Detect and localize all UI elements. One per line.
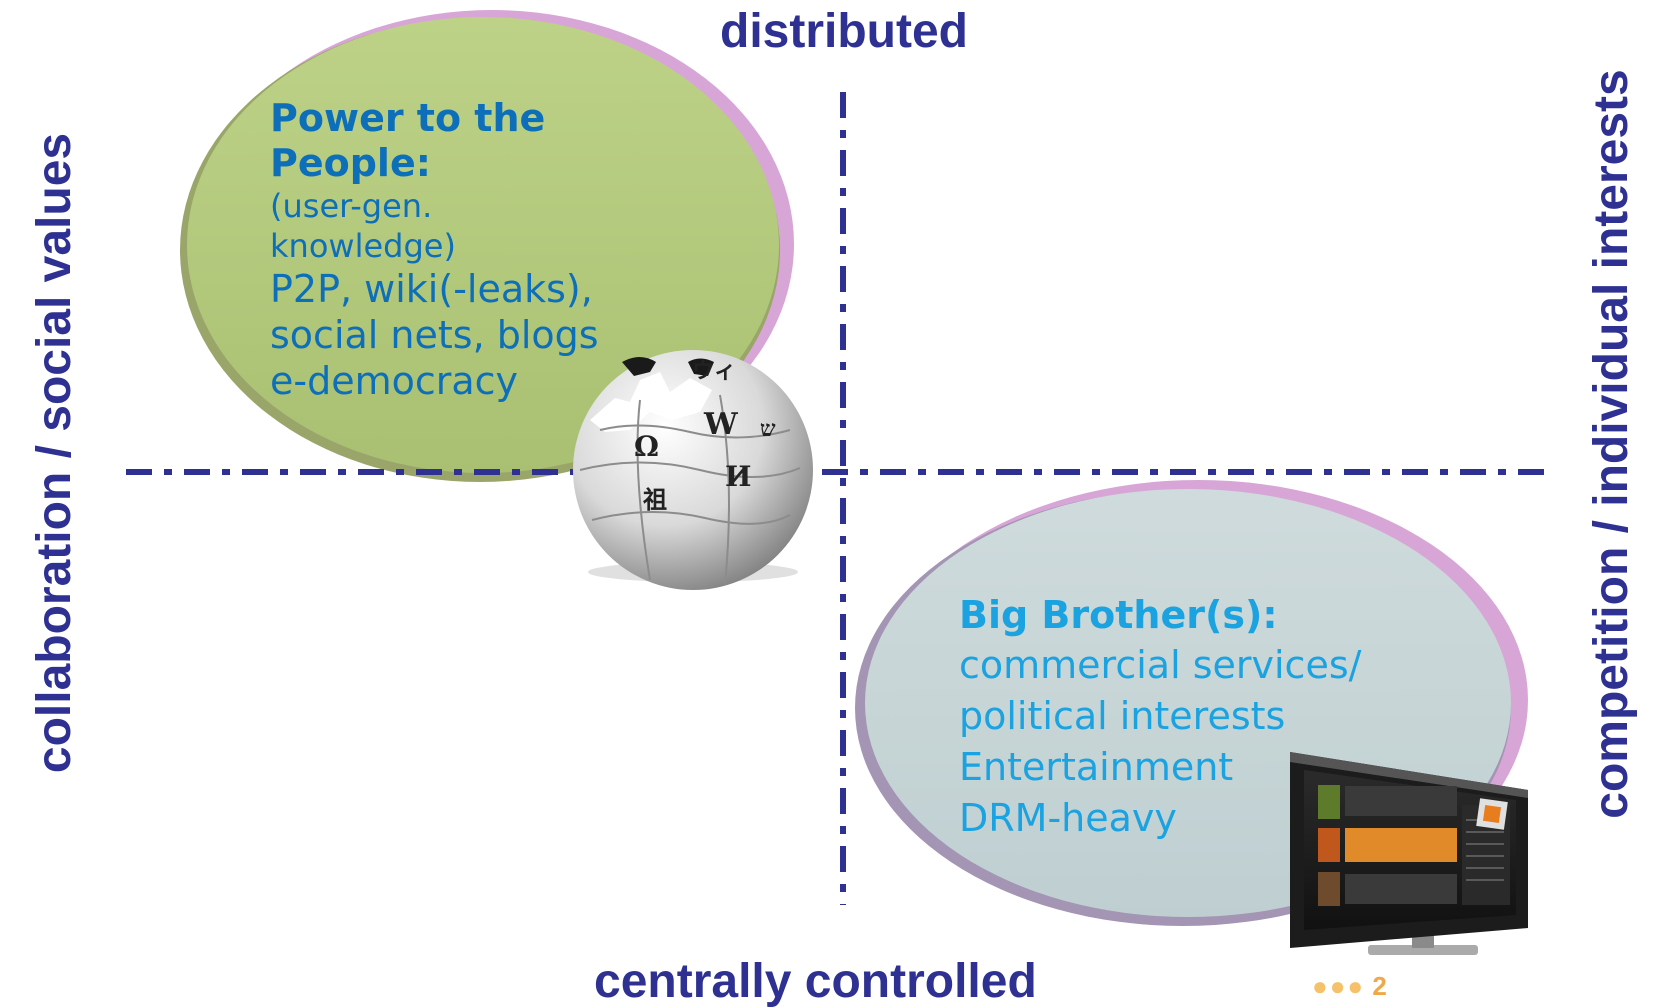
globe-glyph-omega: Ω bbox=[634, 430, 659, 463]
page-number-value: 2 bbox=[1372, 971, 1387, 1001]
power-body-line: e-democracy bbox=[270, 359, 519, 403]
globe-glyph-w: W bbox=[703, 407, 739, 442]
big-brother-body-line: commercial services/ bbox=[959, 643, 1362, 687]
big-brother-text: Big Brother(s): commercial services/ pol… bbox=[959, 590, 1361, 844]
globe-glyph-shin: ש bbox=[760, 416, 776, 442]
power-to-people-text: Power to the People: (user-gen. knowledg… bbox=[270, 96, 599, 404]
axis-label-distributed: distributed bbox=[720, 5, 968, 58]
wikipedia-globe-icon: Ω W И 祖 ウィ ש bbox=[573, 350, 813, 590]
axis-label-centrally-controlled: centrally controlled bbox=[594, 955, 1037, 1008]
big-brother-body-line: political interests bbox=[959, 694, 1286, 738]
power-body-line: social nets, blogs bbox=[270, 313, 599, 357]
globe-glyph-i: И bbox=[725, 460, 751, 493]
power-body-line: P2P, wiki(-leaks), bbox=[270, 267, 593, 311]
power-sub-line: (user-gen. bbox=[270, 187, 433, 225]
globe-glyph-zu: 祖 bbox=[643, 485, 667, 514]
page-number: ●●● 2 bbox=[1312, 971, 1387, 1002]
power-sub-line: knowledge) bbox=[270, 227, 456, 265]
power-heading-line: People: bbox=[270, 141, 431, 185]
television-icon bbox=[1290, 752, 1528, 955]
big-brother-body-line: Entertainment bbox=[959, 745, 1234, 789]
big-brother-heading: Big Brother(s): bbox=[959, 593, 1278, 637]
big-brother-body-line: DRM-heavy bbox=[959, 796, 1177, 840]
axis-label-competition: competition / individual interests bbox=[1585, 69, 1638, 819]
axis-label-collaboration: collaboration / social values bbox=[28, 132, 81, 774]
page-dots: ●●● bbox=[1312, 971, 1366, 1001]
globe-glyph-wi: ウィ bbox=[692, 358, 736, 384]
power-heading-line: Power to the bbox=[270, 96, 546, 140]
